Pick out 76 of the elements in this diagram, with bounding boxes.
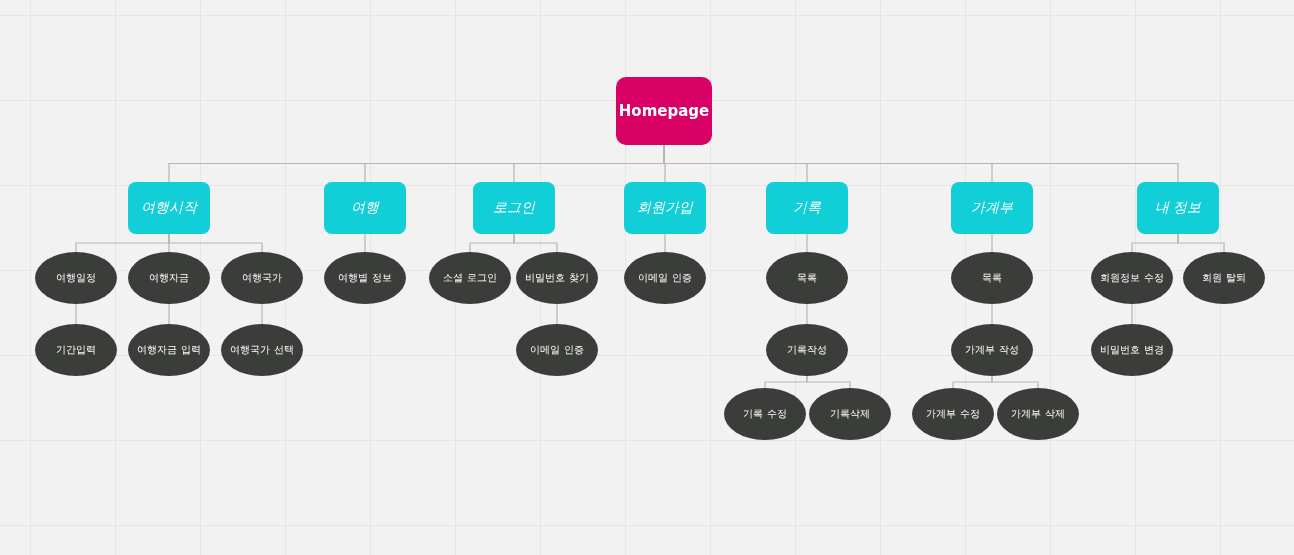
connector-line xyxy=(364,233,366,253)
connector-line xyxy=(991,233,993,253)
node-label: 여행국가 선택 xyxy=(229,343,295,357)
ellipse-node xyxy=(516,252,598,304)
category-box xyxy=(766,182,848,234)
connector-line xyxy=(806,375,851,389)
node-label: 여행일정 xyxy=(55,271,97,285)
connector-line xyxy=(991,375,1039,389)
connector-line xyxy=(806,303,808,325)
root-box xyxy=(616,77,712,145)
category-box xyxy=(951,182,1033,234)
ellipse-node xyxy=(624,252,706,304)
node-label: 가계부 xyxy=(970,199,1014,217)
node-label: 기록 xyxy=(792,199,822,217)
category-box xyxy=(624,182,706,234)
node-label: 소셜 로그인 xyxy=(442,271,498,285)
connector-line xyxy=(664,233,666,253)
ellipse-node xyxy=(429,252,511,304)
ellipse-node xyxy=(35,252,117,304)
node-label: 회원정보 수정 xyxy=(1099,271,1165,285)
connector-line xyxy=(168,233,263,253)
node-label: 여행별 정보 xyxy=(337,271,393,285)
ellipse-node xyxy=(809,388,891,440)
ellipse-node xyxy=(951,252,1033,304)
node-label: 여행자금 입력 xyxy=(136,343,202,357)
ellipse-node xyxy=(1091,324,1173,376)
ellipse-node xyxy=(1091,252,1173,304)
node-label: 회원 탈퇴 xyxy=(1201,271,1247,285)
ellipse-node xyxy=(516,324,598,376)
ellipse-node xyxy=(912,388,994,440)
node-label: 목록 xyxy=(796,271,818,285)
node-label: 기간입력 xyxy=(55,343,97,357)
connector-line xyxy=(1177,233,1225,253)
node-label: 여행시작 xyxy=(140,199,200,217)
ellipse-node xyxy=(128,252,210,304)
connector-line xyxy=(806,233,808,253)
connector-line xyxy=(261,303,263,325)
ellipse-node xyxy=(221,252,303,304)
node-label: 가계부 삭제 xyxy=(1010,407,1066,421)
node-label: 여행국가 xyxy=(241,271,283,285)
connector-line xyxy=(1131,303,1133,325)
node-label: 이메일 인증 xyxy=(529,343,585,357)
connector-line xyxy=(168,303,170,325)
category-box xyxy=(324,182,406,234)
node-label: 가계부 작성 xyxy=(964,343,1020,357)
ellipse-node xyxy=(35,324,117,376)
node-label: 목록 xyxy=(981,271,1003,285)
ellipse-node xyxy=(128,324,210,376)
node-label: 회원가입 xyxy=(636,199,695,217)
connector-line xyxy=(556,303,558,325)
node-label: 가계부 수정 xyxy=(925,407,981,421)
ellipse-node xyxy=(1183,252,1265,304)
ellipse-node xyxy=(951,324,1033,376)
node-label: 기록 수정 xyxy=(742,407,788,421)
connector-line xyxy=(75,303,77,325)
ellipse-node xyxy=(221,324,303,376)
category-box xyxy=(128,182,210,234)
node-label: 여행 xyxy=(350,199,381,217)
ellipse-node xyxy=(766,252,848,304)
node-label: 여행자금 xyxy=(148,271,190,285)
node-label: 기록삭제 xyxy=(829,407,871,421)
node-label: 기록작성 xyxy=(786,343,828,357)
ellipse-node xyxy=(997,388,1079,440)
node-label: Homepage xyxy=(617,102,711,120)
node-label: 로그인 xyxy=(492,199,537,217)
node-label: 비밀번호 찾기 xyxy=(524,271,590,285)
connector-line xyxy=(991,303,993,325)
ellipse-node xyxy=(724,388,806,440)
connector-line xyxy=(513,233,558,253)
category-box xyxy=(473,182,555,234)
category-box xyxy=(1137,182,1219,234)
node-label: 이메일 인증 xyxy=(637,271,693,285)
ellipse-node xyxy=(324,252,406,304)
node-label: 내 정보 xyxy=(1153,199,1203,217)
node-label: 비밀번호 변경 xyxy=(1099,343,1165,357)
ellipse-node xyxy=(766,324,848,376)
